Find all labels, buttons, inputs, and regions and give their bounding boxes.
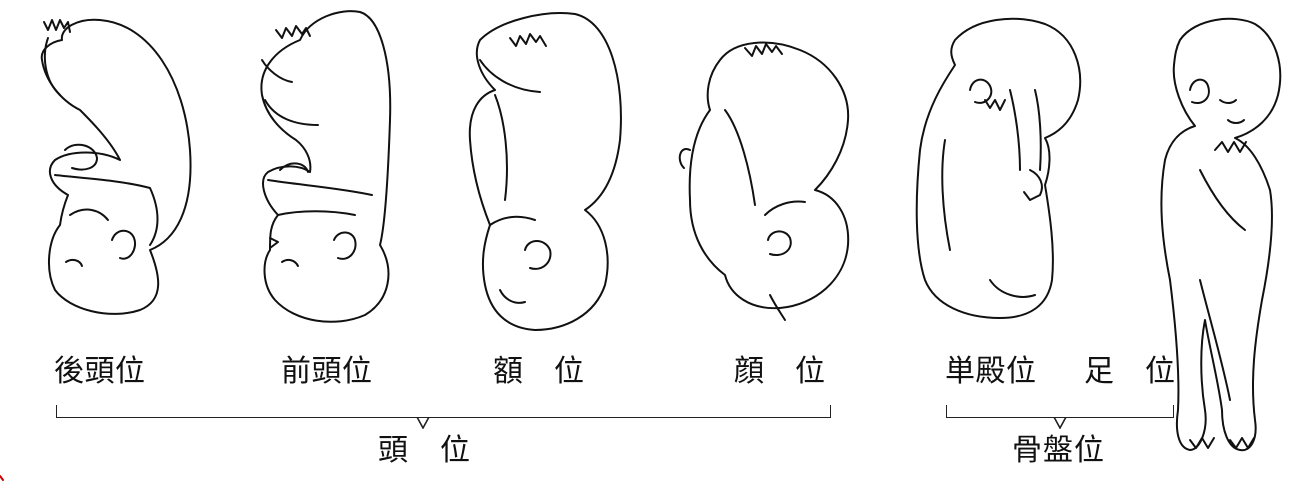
group-label-breech: 骨盤位 (1012, 433, 1105, 468)
cephalic-group-bracket (56, 405, 831, 418)
fetus-sinciput-figure (260, 10, 392, 323)
fetus-footling-figure (1160, 17, 1282, 452)
breech-bracket-tip (1053, 417, 1067, 429)
label-sinciput-presentation: 前頭位 (281, 354, 373, 389)
fetus-brow-figure (468, 12, 622, 331)
label-frank-breech-presentation: 単殿位 (945, 354, 1037, 389)
label-brow-presentation: 額 位 (493, 354, 585, 389)
label-occiput-presentation: 後頭位 (54, 354, 146, 389)
breech-group-bracket (946, 405, 1174, 418)
label-face-presentation: 顔 位 (734, 354, 826, 389)
group-label-cephalic: 頭 位 (378, 433, 471, 468)
fetus-face-figure (678, 41, 850, 321)
cephalic-bracket-tip (416, 417, 430, 429)
fetus-frank-breech-figure (915, 17, 1082, 319)
fetus-occiput-figure (40, 18, 192, 315)
label-footling-presentation: 足 位 (1084, 354, 1176, 389)
